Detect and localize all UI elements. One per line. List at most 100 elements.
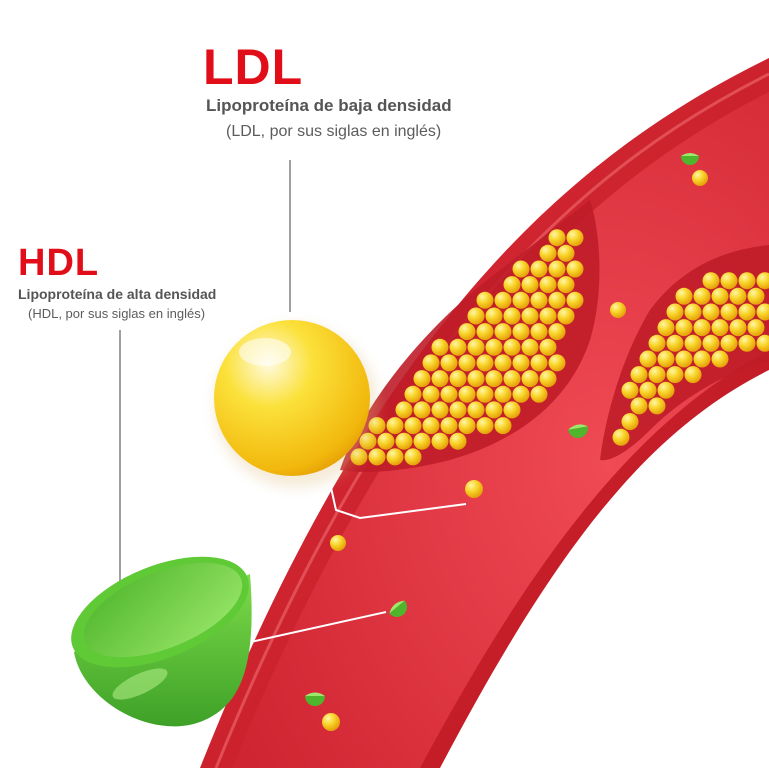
cholesterol-ball	[648, 366, 666, 384]
ldl-title: LDL	[203, 39, 304, 95]
cholesterol-ball	[557, 276, 575, 294]
cholesterol-ball	[612, 428, 630, 446]
cholesterol-ball	[395, 401, 413, 419]
hdl-particle	[568, 426, 588, 438]
cholesterol-ball	[738, 272, 756, 290]
ldl-pointer-line	[325, 464, 467, 520]
cholesterol-ball	[422, 417, 440, 435]
cholesterol-ball	[485, 401, 503, 419]
cholesterol-ball	[431, 401, 449, 419]
cholesterol-ball	[548, 354, 566, 372]
cholesterol-ball	[503, 401, 521, 419]
cholesterol-ball	[675, 319, 693, 337]
cholesterol-ball	[431, 370, 449, 388]
hdl-title: HDL	[18, 242, 100, 284]
cholesterol-ball	[756, 303, 769, 321]
cholesterol-ball	[413, 401, 431, 419]
hdl-acronym-note: (HDL, por sus siglas en inglés)	[28, 306, 206, 321]
plaque-cholesterol-cluster-right	[612, 272, 769, 446]
cholesterol-ball	[395, 432, 413, 450]
cholesterol-ball	[566, 260, 584, 278]
hdl-pointer-line	[245, 611, 387, 644]
cholesterol-ball	[449, 432, 467, 450]
cholesterol-ball	[476, 291, 494, 309]
cholesterol-ball	[485, 307, 503, 325]
cholesterol-ball	[494, 354, 512, 372]
ldl-particle	[330, 535, 346, 551]
cholesterol-ball	[630, 397, 648, 415]
cholesterol-ball	[711, 287, 729, 305]
ldl-acronym-note: (LDL, por sus siglas en inglés)	[226, 123, 442, 140]
cholesterol-ball	[666, 303, 684, 321]
cholesterol-ball	[485, 370, 503, 388]
cholesterol-ball	[548, 260, 566, 278]
hdl-particle	[305, 692, 325, 696]
cholesterol-ball	[530, 385, 548, 403]
cholesterol-ball	[720, 272, 738, 290]
cholesterol-ball	[521, 276, 539, 294]
cholesterol-ball	[467, 307, 485, 325]
cholesterol-ball	[521, 338, 539, 356]
cholesterol-ball	[657, 381, 675, 399]
cholesterol-ball	[738, 334, 756, 352]
ldl-particle	[322, 713, 340, 731]
cholesterol-ball	[548, 323, 566, 341]
cholesterol-ball	[756, 272, 769, 290]
cholesterol-ball	[413, 432, 431, 450]
cholesterol-ball	[729, 287, 747, 305]
cholesterol-ball	[566, 229, 584, 247]
cholesterol-ball	[404, 417, 422, 435]
cholesterol-ball	[440, 385, 458, 403]
hdl-particle	[389, 600, 407, 617]
ldl-sphere	[214, 320, 370, 476]
cholesterol-ball	[458, 354, 476, 372]
cholesterol-ball	[530, 323, 548, 341]
hdl-particle	[681, 156, 699, 165]
cholesterol-ball	[458, 323, 476, 341]
cholesterol-ball	[440, 417, 458, 435]
cholesterol-ball	[422, 385, 440, 403]
cholesterol-ball	[494, 417, 512, 435]
cholesterol-ball	[485, 338, 503, 356]
cholesterol-ball	[548, 291, 566, 309]
cholesterol-ball	[404, 385, 422, 403]
cholesterol-ball	[539, 338, 557, 356]
cholesterol-ball	[675, 350, 693, 368]
cholesterol-ball	[530, 354, 548, 372]
cholesterol-ball	[711, 350, 729, 368]
cholesterol-ball	[530, 291, 548, 309]
cholesterol-ball	[512, 323, 530, 341]
cholesterol-ball	[476, 354, 494, 372]
cholesterol-ball	[368, 448, 386, 466]
cholesterol-ball	[512, 291, 530, 309]
cholesterol-ball	[476, 323, 494, 341]
cholesterol-ball	[458, 417, 476, 435]
cholesterol-ball	[711, 319, 729, 337]
cholesterol-ball	[422, 354, 440, 372]
cholesterol-ball	[738, 303, 756, 321]
cholesterol-ball	[494, 323, 512, 341]
cholesterol-ball	[503, 307, 521, 325]
cholesterol-ball	[404, 448, 422, 466]
ldl-particle	[692, 170, 708, 186]
cholesterol-ball	[476, 417, 494, 435]
cholesterol-ball	[503, 276, 521, 294]
cholesterol-ball	[512, 385, 530, 403]
cholesterol-ball	[539, 244, 557, 262]
cholesterol-ball	[684, 334, 702, 352]
cholesterol-ball	[666, 334, 684, 352]
cholesterol-ball	[521, 307, 539, 325]
cholesterol-ball	[557, 307, 575, 325]
cholesterol-ball	[693, 319, 711, 337]
cholesterol-ball	[756, 334, 769, 352]
cholesterol-ball	[494, 385, 512, 403]
cholesterol-ball	[521, 370, 539, 388]
cholesterol-ball	[449, 370, 467, 388]
hdl-full-name: Lipoproteína de alta densidad	[18, 286, 217, 302]
hdl-particle	[305, 696, 325, 706]
cholesterol-ball	[467, 338, 485, 356]
ldl-full-name: Lipoproteína de baja densidad	[206, 96, 452, 115]
cholesterol-ball	[539, 307, 557, 325]
hdl-half-sphere	[71, 556, 252, 727]
cholesterol-ball	[548, 229, 566, 247]
